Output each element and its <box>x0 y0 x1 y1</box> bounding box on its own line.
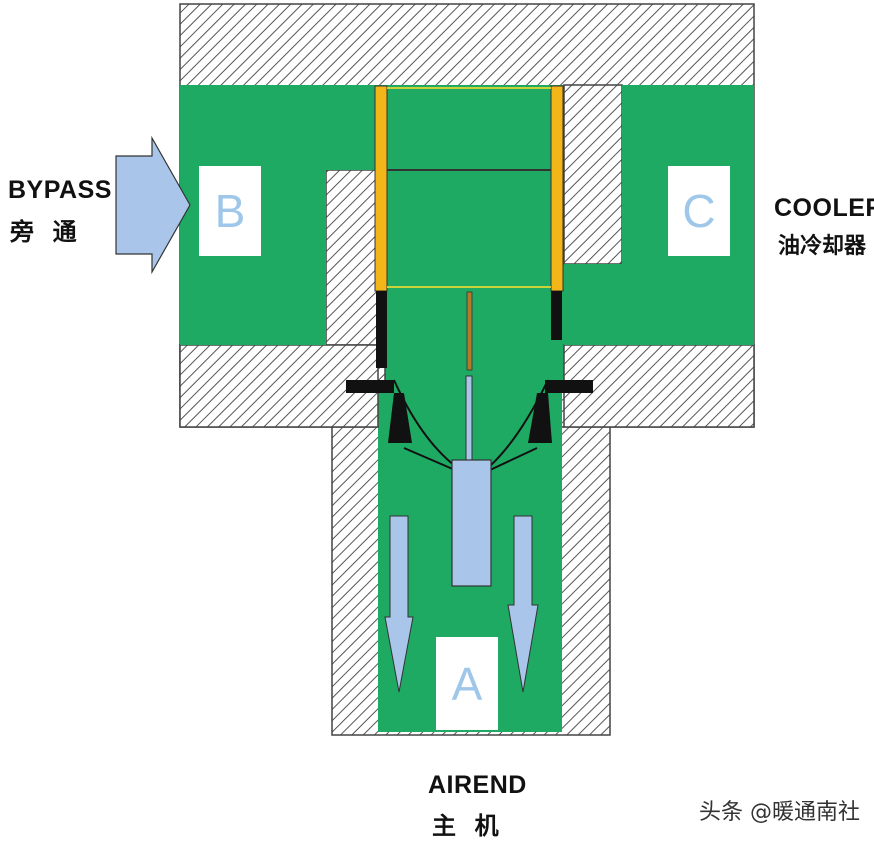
bypass-label-cn: 旁 通 <box>10 219 83 246</box>
thermo-element <box>393 291 549 587</box>
watermark: 头条 @暖通南社 <box>699 800 860 825</box>
airend-label-en: AIREND <box>428 771 527 799</box>
arrow-down-icon <box>384 515 414 693</box>
airend-label-cn: 主 机 <box>432 813 505 840</box>
sensor-stem <box>465 375 473 463</box>
port-c-label: C <box>682 185 716 237</box>
port-b-box: B <box>199 166 261 256</box>
seals <box>346 291 593 443</box>
arrow-right-icon <box>115 135 191 275</box>
flow-arrows <box>115 135 539 693</box>
wax-capsule <box>451 459 492 587</box>
port-c-box: C <box>668 166 730 256</box>
cooler-label-en: COOLER <box>774 194 874 222</box>
port-a-label: A <box>451 657 483 710</box>
piston-right-rail <box>550 85 564 292</box>
cooler-label-cn: 油冷却器 <box>778 233 867 258</box>
piston-left-rail <box>374 85 388 292</box>
bypass-label-en: BYPASS <box>8 176 112 204</box>
port-b-label: B <box>214 185 246 237</box>
piston-element <box>374 85 564 292</box>
arrow-down-icon <box>507 515 539 693</box>
port-a-box: A <box>436 637 498 730</box>
actuator-rod <box>466 291 473 371</box>
